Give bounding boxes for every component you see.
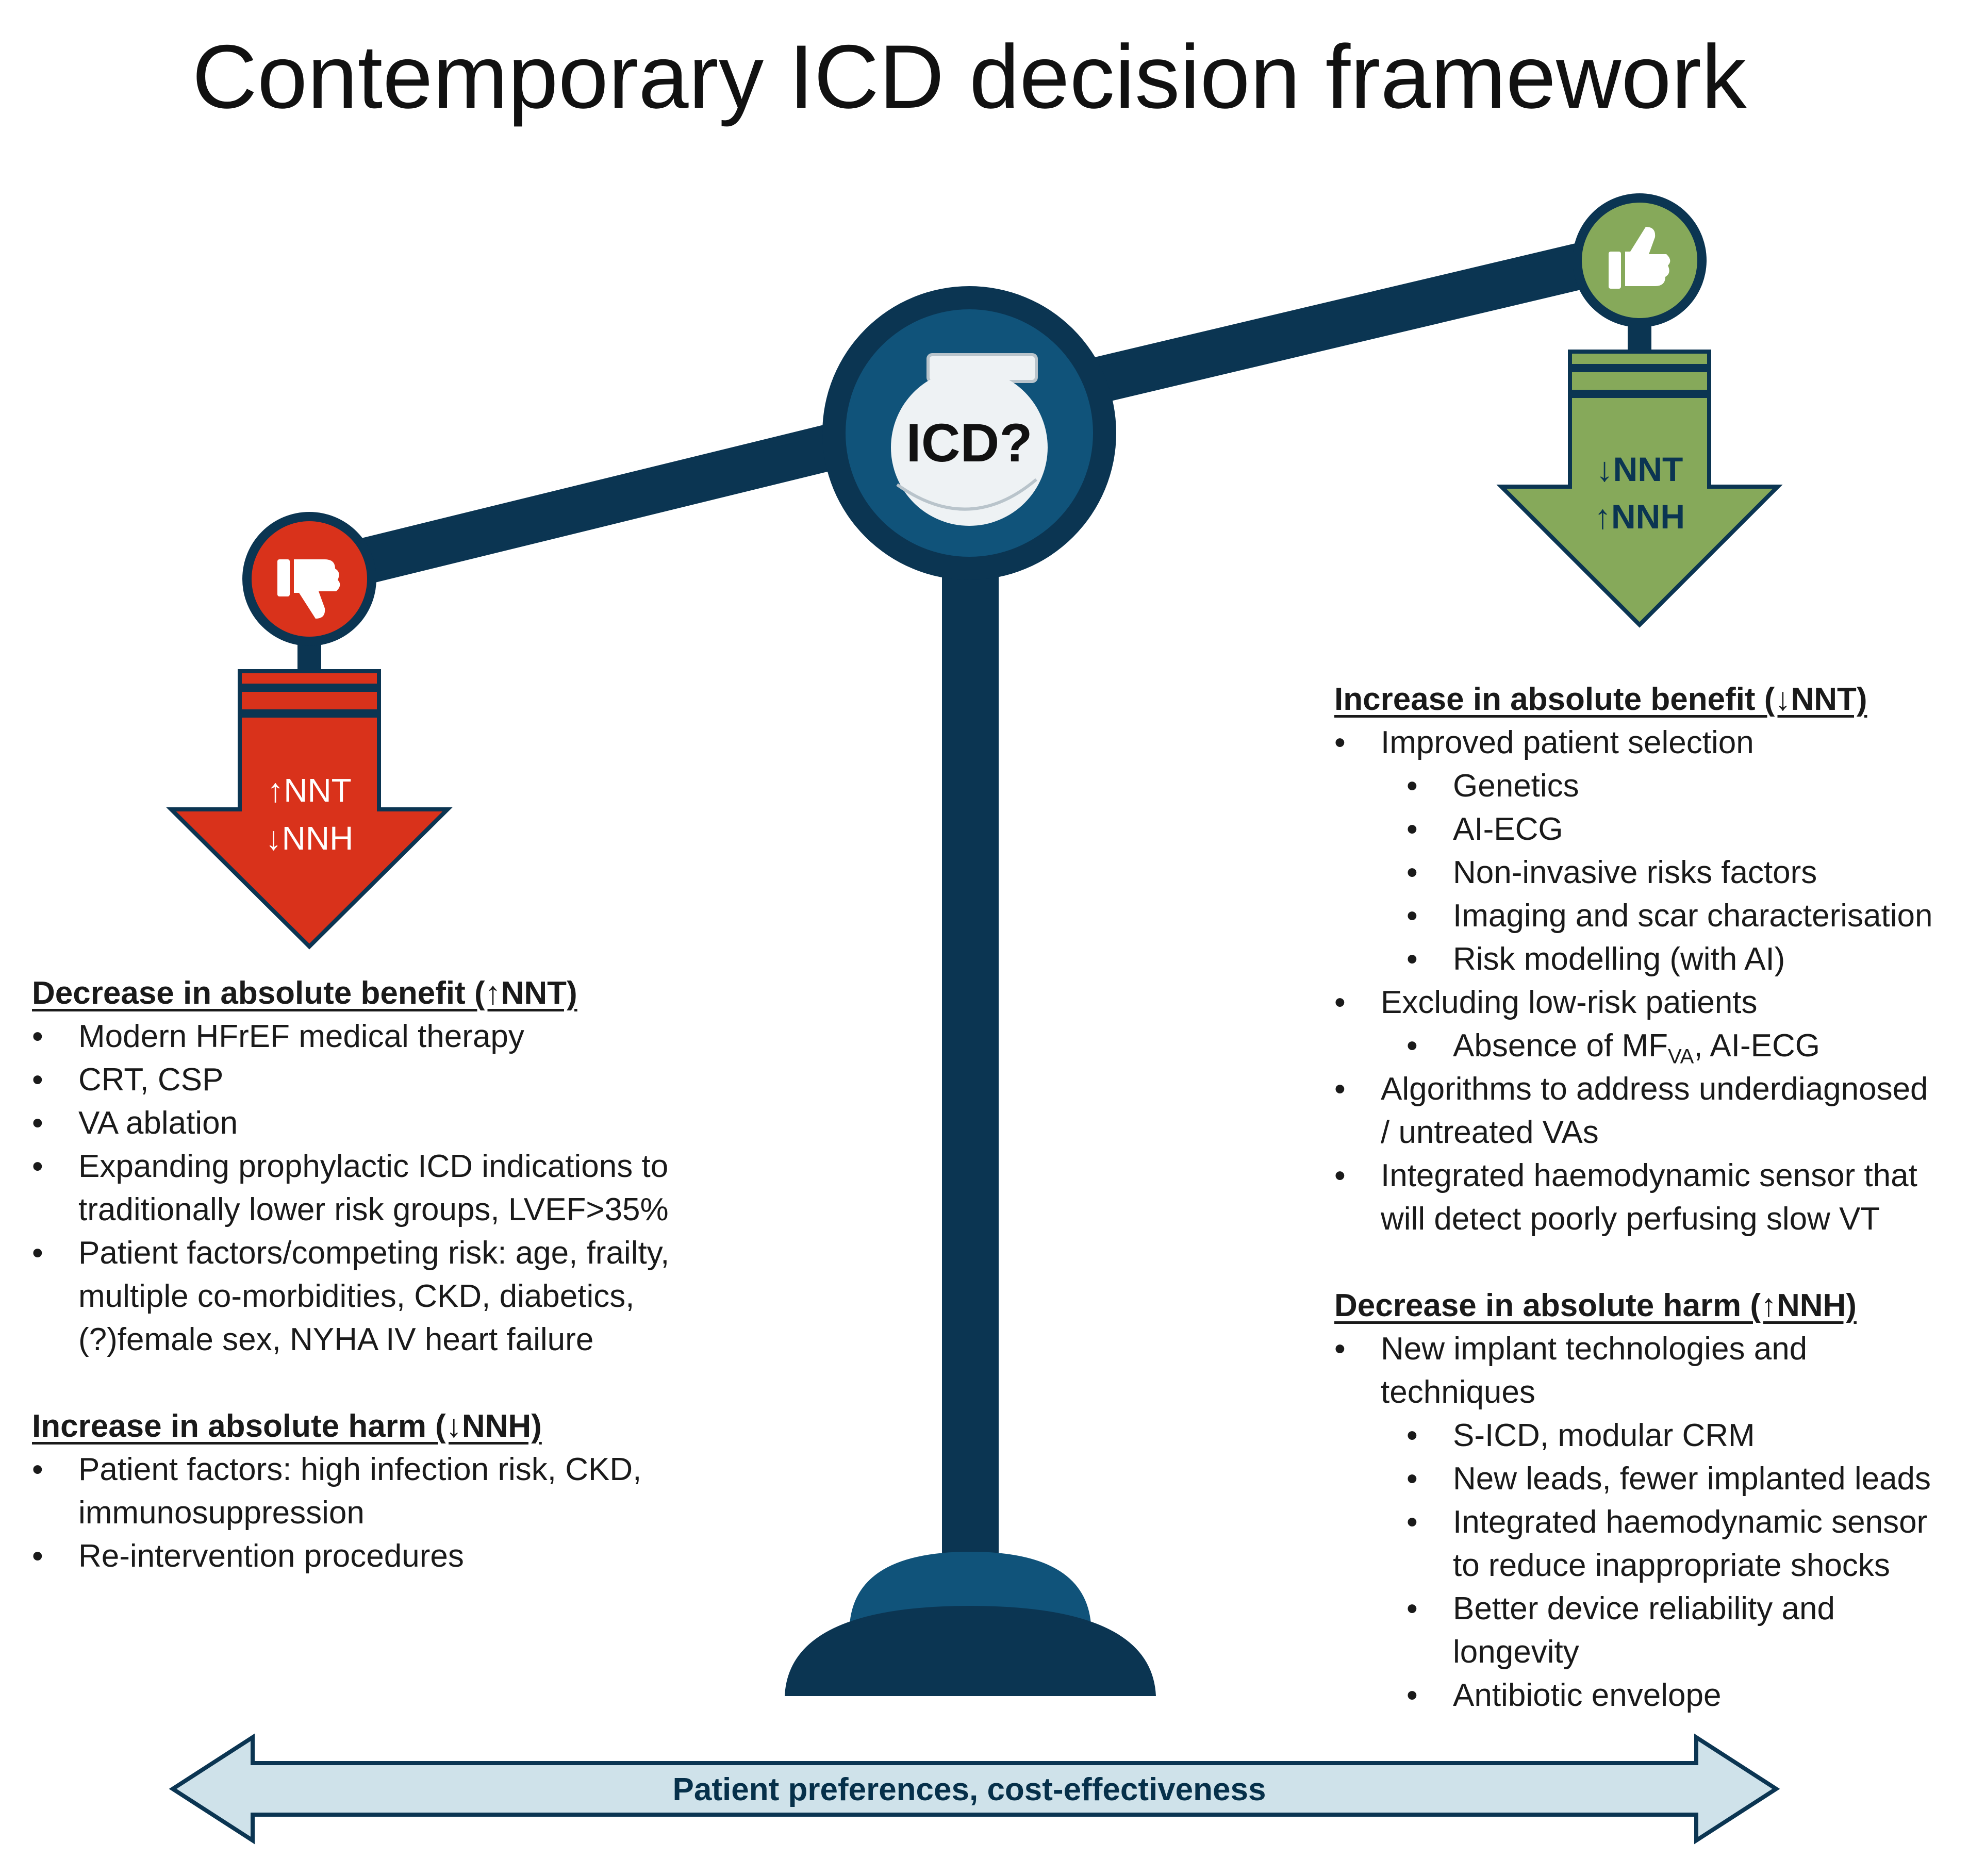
right-arrow-line1: ↓NNT — [1596, 450, 1683, 488]
right-down-arrow — [1496, 394, 1783, 628]
list-item: CRT, CSP — [32, 1058, 754, 1102]
left-down-arrow — [166, 713, 453, 950]
scale-base-top — [850, 1552, 1091, 1624]
list-item: Absence of MFVA, AI-ECG — [1334, 1024, 1943, 1068]
icd-device-icon — [891, 353, 1048, 526]
list-item: Improved patient selection — [1334, 721, 1943, 765]
list-item: Patient factors: high infection risk, CK… — [32, 1448, 754, 1535]
page-title: Contemporary ICD decision framework — [192, 27, 1747, 127]
list-item: S-ICD, modular CRM — [1334, 1414, 1943, 1457]
list-item: AI-ECG — [1334, 808, 1943, 851]
list-item: Modern HFrEF medical therapy — [32, 1015, 754, 1058]
bottom-double-arrow — [169, 1733, 1780, 1845]
left-text-column: Decrease in absolute benefit (↑NNT) Mode… — [32, 972, 754, 1578]
bottom-label: Patient preferences, cost-effectiveness — [673, 1772, 1266, 1807]
list-item: Antibiotic envelope — [1334, 1674, 1943, 1717]
left-hanger-plate-2 — [238, 688, 381, 713]
icd-label: ICD? — [906, 413, 1033, 473]
scale-beam-left — [304, 421, 851, 597]
left-arrow-line1: ↑NNT — [267, 772, 352, 809]
left-hanger-plate-1 — [238, 669, 381, 688]
list-item: Integrated haemodynamic sensor that will… — [1334, 1154, 1943, 1241]
list-item: Better device reliability and longevity — [1334, 1587, 1943, 1674]
right-arrow-line2: ↑NNH — [1594, 497, 1685, 536]
list-item: VA ablation — [32, 1102, 754, 1145]
right-harm-heading: Decrease in absolute harm (↑NNH) — [1334, 1288, 1857, 1323]
thumbs-down-icon — [277, 559, 340, 619]
list-item: Imaging and scar characterisation — [1334, 894, 1943, 938]
right-hanger-plate-1 — [1568, 350, 1711, 368]
left-benefit-list: Modern HFrEF medical therapy CRT, CSP VA… — [32, 1015, 754, 1362]
right-hanger-plate-2 — [1568, 368, 1711, 394]
list-item: New implant technologies and techniques — [1334, 1327, 1943, 1414]
list-item: Integrated haemodynamic sensor to reduce… — [1334, 1501, 1943, 1587]
list-item: Re-intervention procedures — [32, 1535, 754, 1578]
scale-beam-right — [1087, 240, 1599, 404]
left-harm-list: Patient factors: high infection risk, CK… — [32, 1448, 754, 1578]
left-arrow-line2: ↓NNH — [266, 820, 354, 857]
right-text-column: Increase in absolute benefit (↓NNT) Impr… — [1334, 678, 1943, 1717]
left-harm-heading: Increase in absolute harm (↓NNH) — [32, 1408, 542, 1444]
list-item: Excluding low-risk patients — [1334, 981, 1943, 1024]
thumbs-up-icon — [1609, 227, 1670, 289]
list-item: Patient factors/competing risk: age, fra… — [32, 1232, 754, 1362]
right-benefit-heading: Increase in absolute benefit (↓NNT) — [1334, 682, 1867, 717]
list-item: Genetics — [1334, 765, 1943, 808]
left-benefit-heading: Decrease in absolute benefit (↑NNT) — [32, 975, 577, 1011]
list-item: Expanding prophylactic ICD indications t… — [32, 1145, 754, 1232]
right-benefit-list: Improved patient selection Genetics AI-E… — [1334, 721, 1943, 1241]
right-harm-list: New implant technologies and techniques … — [1334, 1327, 1943, 1717]
list-item: New leads, fewer implanted leads — [1334, 1457, 1943, 1501]
list-item: Risk modelling (with AI) — [1334, 938, 1943, 981]
scale-base — [785, 1606, 1156, 1696]
list-item: Algorithms to address underdiagnosed / u… — [1334, 1068, 1943, 1154]
list-item: Non-invasive risks factors — [1334, 851, 1943, 894]
scale-pillar — [942, 546, 999, 1572]
